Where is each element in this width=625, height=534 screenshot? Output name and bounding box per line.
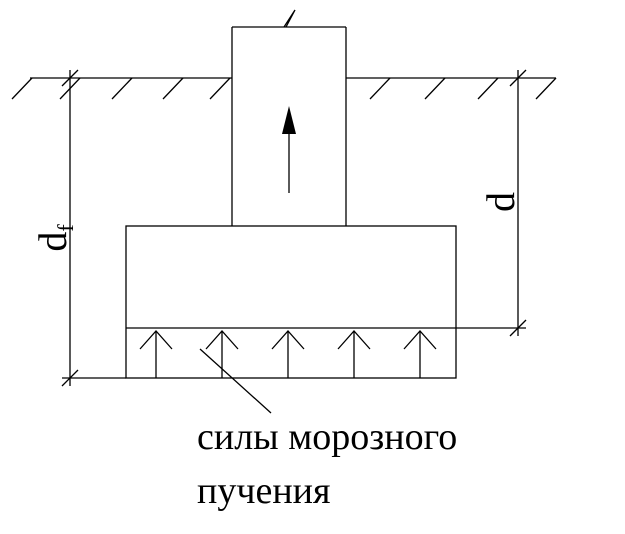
foundation-footing — [125, 225, 457, 379]
dimension-label-d: d — [478, 192, 523, 212]
arrow-up-icon — [403, 330, 437, 378]
dimension-d: d — [456, 69, 527, 337]
caption-frost-heave-forces: силы морозного — [197, 416, 458, 458]
arrow-up-icon — [205, 330, 239, 378]
arrow-up-icon — [139, 330, 173, 378]
caption-leader-line — [199, 348, 272, 414]
arrow-up-icon — [337, 330, 371, 378]
arrow-up-icon — [271, 330, 305, 378]
ground-surface — [11, 77, 557, 100]
frost-heave-arrows — [139, 330, 437, 378]
arrow-up-icon — [282, 106, 296, 193]
ground-hatching — [11, 77, 557, 100]
caption-frost-heave-forces-line2: пучения — [197, 470, 331, 512]
foundation-column — [231, 9, 347, 226]
dimension-df: df — [30, 69, 126, 387]
dimension-label-df: df — [30, 224, 78, 252]
break-mark — [232, 9, 346, 28]
